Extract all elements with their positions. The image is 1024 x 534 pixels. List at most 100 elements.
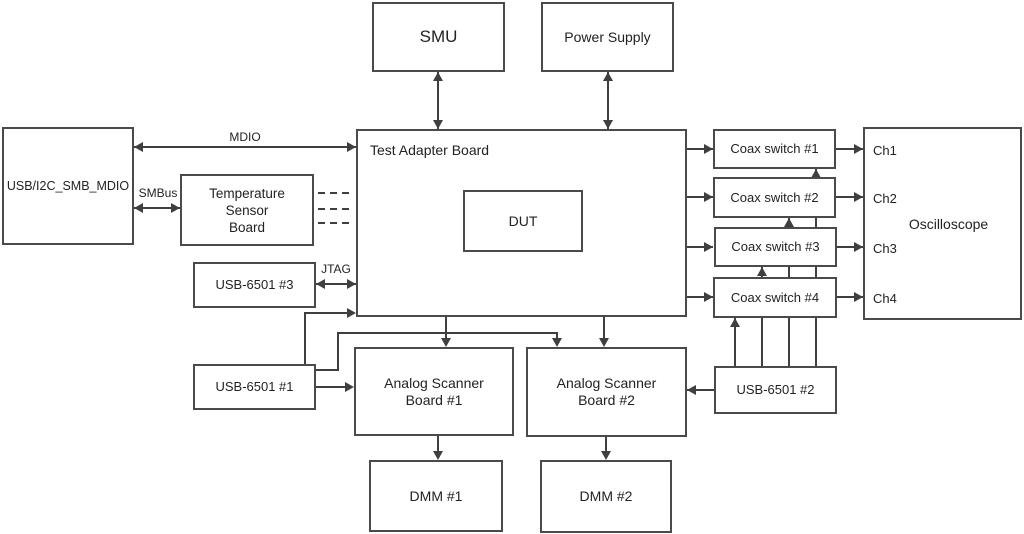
arrowhead-right-icon: [704, 192, 713, 202]
edge-coax3-ch3-line: [836, 246, 863, 248]
arrowhead-up-icon: [757, 267, 767, 276]
node-coax-switch-2-label: Coax switch #2: [730, 189, 819, 205]
node-usb-6501-2-label: USB-6501 #2: [736, 382, 815, 397]
arrowhead-up-icon: [784, 218, 794, 227]
node-usb-i2c-smb-mdio-label: USB/I2C_SMB_MDIO: [6, 179, 130, 193]
node-oscilloscope: Oscilloscope Ch1 Ch2 Ch3 Ch4: [863, 127, 1022, 320]
node-usb-6501-1-label: USB-6501 #1: [215, 379, 294, 394]
node-coax-switch-4: Coax switch #4: [713, 277, 837, 318]
edge-tab-coax4-line: [687, 296, 713, 298]
node-usb-6501-1: USB-6501 #1: [193, 364, 316, 410]
arrowhead-down-icon: [601, 451, 611, 460]
arrowhead-down-icon: [599, 338, 609, 347]
edge-usb2-coax1-line: [815, 169, 817, 366]
arrowhead-right-icon: [347, 279, 356, 289]
arrowhead-right-icon: [347, 308, 356, 318]
arrowhead-right-icon: [854, 292, 863, 302]
edge-dashed-2: [318, 208, 349, 210]
oscilloscope-ch2-label: Ch2: [873, 191, 897, 206]
edge-tab-coax3-line: [687, 246, 713, 248]
edge-usb1-tab-h: [304, 312, 347, 314]
edge-usb1-tab-v: [304, 312, 306, 364]
node-temperature-sensor-board-label: Temperature Sensor Board: [209, 185, 285, 235]
node-coax-switch-1: Coax switch #1: [713, 129, 836, 169]
edge-usb1-asb1-line: [316, 386, 345, 388]
arrowhead-right-icon: [704, 292, 713, 302]
node-power-supply-label: Power Supply: [564, 28, 651, 45]
edge-dashed-3: [318, 222, 349, 224]
arrowhead-right-icon: [854, 242, 863, 252]
node-coax-switch-1-label: Coax switch #1: [730, 141, 819, 156]
edge-asb1-dmm1-line: [437, 436, 439, 453]
node-analog-scanner-board-2-label: Analog Scanner Board #2: [556, 375, 657, 408]
edge-label-mdio: MDIO: [229, 130, 261, 144]
node-power-supply: Power Supply: [541, 2, 674, 72]
edge-powersupply-tab-line: [607, 72, 609, 129]
arrowhead-right-icon: [854, 144, 863, 154]
node-coax-switch-4-label: Coax switch #4: [730, 289, 820, 305]
node-coax-switch-3: Coax switch #3: [714, 227, 837, 267]
edge-label-jtag: JTAG: [321, 262, 351, 276]
edge-tab-coax2-line: [687, 196, 713, 198]
node-dut-label: DUT: [508, 212, 538, 229]
edge-usb2-coax4-line: [734, 318, 736, 366]
arrowhead-down-icon: [433, 120, 443, 129]
node-usb-6501-3-label: USB-6501 #3: [215, 277, 294, 292]
edge-usb1-asb2-h2: [337, 332, 558, 334]
arrowhead-left-icon: [316, 279, 325, 289]
edge-usb1-asb2-h1: [316, 369, 339, 371]
arrowhead-right-icon: [704, 242, 713, 252]
node-dmm-2: DMM #2: [540, 460, 672, 533]
node-oscilloscope-label: Oscilloscope: [908, 216, 989, 232]
edge-dashed-1: [318, 192, 349, 194]
edge-jtag-line: [316, 283, 356, 285]
node-usb-i2c-smb-mdio: USB/I2C_SMB_MDIO: [2, 127, 134, 245]
node-temperature-sensor-board: Temperature Sensor Board: [180, 174, 314, 246]
edge-usb1-asb2-v1: [337, 332, 339, 371]
node-coax-switch-3-label: Coax switch #3: [731, 239, 820, 254]
edge-asb2-dmm2-line: [605, 437, 607, 453]
arrowhead-down-icon: [441, 338, 451, 347]
edge-label-smbus: SMBus: [138, 186, 178, 200]
arrowhead-right-icon: [347, 142, 356, 152]
arrowhead-left-icon: [134, 203, 143, 213]
oscilloscope-ch1-label: Ch1: [873, 143, 897, 158]
edge-mdio-line: [134, 146, 356, 148]
edge-tab-asb2-line: [603, 317, 605, 340]
edge-smbus-line: [134, 207, 180, 209]
edge-tab-coax1-line: [687, 148, 713, 150]
node-analog-scanner-board-1: Analog Scanner Board #1: [354, 347, 514, 436]
arrowhead-up-icon: [433, 72, 443, 81]
node-analog-scanner-board-1-label: Analog Scanner Board #1: [384, 374, 484, 408]
node-dut: DUT: [463, 190, 583, 252]
node-dmm-1-label: DMM #1: [409, 487, 463, 504]
arrowhead-down-icon: [433, 451, 443, 460]
edge-coax2-ch2-line: [836, 196, 863, 198]
node-usb-6501-2: USB-6501 #2: [714, 366, 837, 414]
node-test-adapter-board-label: Test Adapter Board: [370, 142, 490, 158]
arrowhead-right-icon: [704, 144, 713, 154]
arrowhead-left-icon: [687, 385, 696, 395]
arrowhead-right-icon: [854, 192, 863, 202]
edge-smu-tab-line: [437, 72, 439, 129]
arrowhead-down-icon: [603, 120, 613, 129]
edge-coax4-ch4-line: [836, 296, 863, 298]
node-dmm-2-label: DMM #2: [579, 488, 633, 504]
edge-usb1-asb2-v2: [556, 332, 558, 340]
node-coax-switch-2: Coax switch #2: [713, 177, 836, 218]
node-analog-scanner-board-2: Analog Scanner Board #2: [526, 347, 687, 437]
arrowhead-right-icon: [345, 382, 354, 392]
arrowhead-up-icon: [603, 72, 613, 81]
oscilloscope-ch4-label: Ch4: [873, 291, 897, 306]
node-dmm-1: DMM #1: [369, 460, 503, 532]
edge-usb2-asb2-line: [687, 389, 714, 391]
oscilloscope-ch3-label: Ch3: [873, 241, 897, 256]
node-smu: SMU: [372, 2, 505, 72]
arrowhead-up-icon: [730, 318, 740, 327]
arrowhead-right-icon: [171, 203, 180, 213]
arrowhead-down-icon: [552, 338, 562, 347]
edge-tab-asb1-line: [445, 317, 447, 340]
node-smu-label: SMU: [419, 27, 458, 46]
arrowhead-up-icon: [811, 169, 821, 178]
node-usb-6501-3: USB-6501 #3: [193, 262, 316, 308]
